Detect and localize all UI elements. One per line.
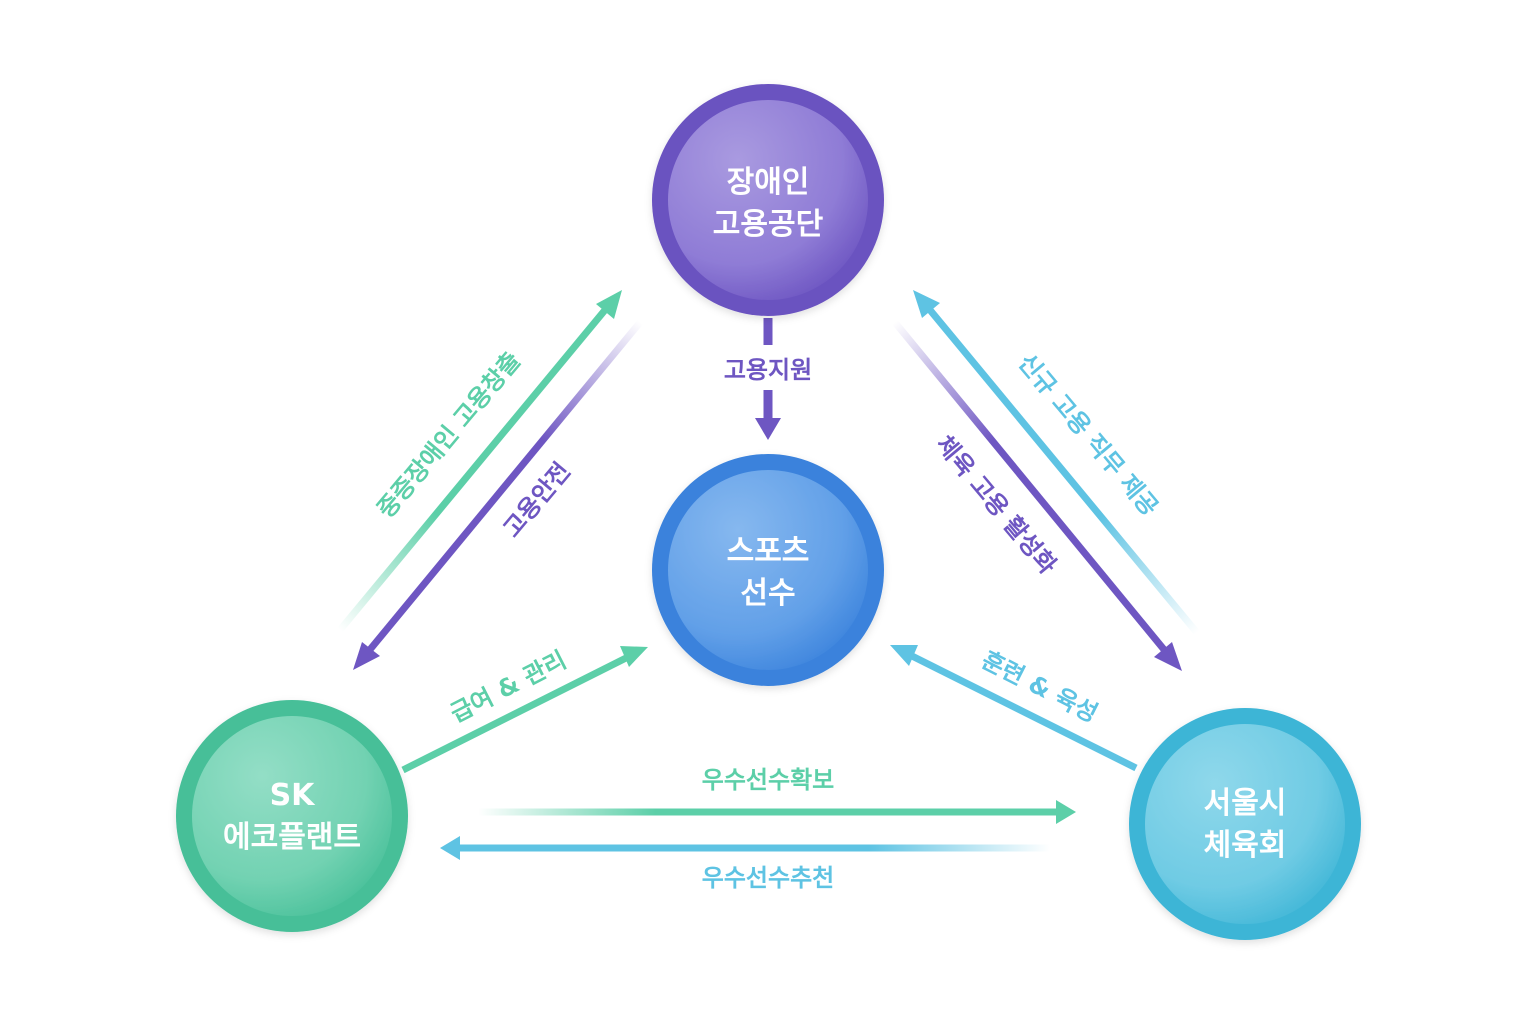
- arrow-salary-management: [401, 646, 648, 774]
- node-seoul-line1: 서울시: [1204, 786, 1287, 821]
- node-athletes-line1: 스포츠: [727, 534, 810, 569]
- node-athletes: [652, 454, 884, 686]
- label-employment-support: 고용지원: [724, 356, 812, 384]
- label-recommend-athletes: 우수선수추천: [702, 864, 834, 892]
- node-athletes-line2: 선수: [740, 576, 795, 611]
- label-training: 훈련 & 육성: [977, 646, 1102, 728]
- arrow-secure-athletes: [478, 800, 1076, 824]
- arrow-sports-employment: [890, 317, 1182, 671]
- node-kead-line2: 고용공단: [713, 207, 824, 242]
- arrow-recommend-athletes: [440, 836, 1050, 860]
- label-employment-safety: 고용안전: [498, 457, 576, 543]
- node-seoul: [1129, 708, 1361, 940]
- arrow-employment-safety: [353, 317, 645, 670]
- node-kead-line1: 장애인: [727, 165, 810, 200]
- arrow-new-job-provision: [913, 290, 1201, 637]
- label-secure-athletes: 우수선수확보: [702, 766, 834, 794]
- arrow-training: [890, 645, 1138, 772]
- node-kead: [652, 84, 884, 316]
- node-sk-line2: 에코플랜트: [223, 820, 361, 855]
- node-seoul-line2: 체육회: [1204, 828, 1287, 863]
- arrow-employment-support: [755, 318, 781, 440]
- arrow-severe-disability-jobs: [337, 290, 622, 633]
- node-sk: [176, 700, 408, 932]
- node-sk-line1: SK: [270, 778, 317, 813]
